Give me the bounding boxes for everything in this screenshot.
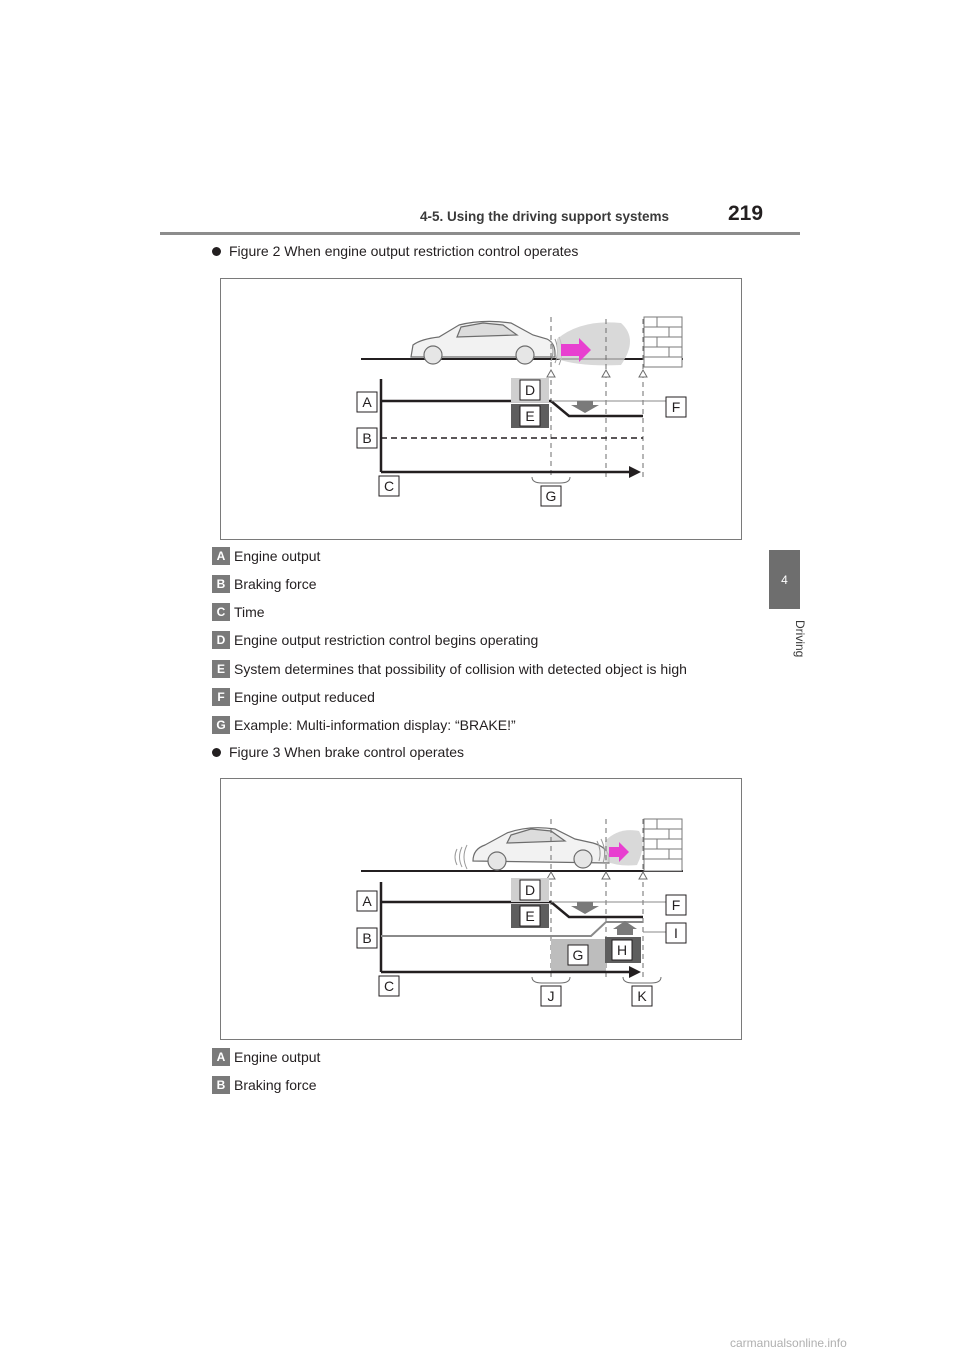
detection-cone — [557, 322, 630, 366]
engine-output-line — [381, 399, 643, 418]
legend-key: G — [212, 716, 230, 734]
figure3-caption-text: Figure 3 When brake control operates — [229, 744, 465, 760]
figure2-box: A B C D E F G — [220, 278, 742, 540]
figure2-caption-text: Figure 2 When engine output restriction … — [229, 243, 579, 259]
figure2-diagram: A B C D E F G — [356, 316, 687, 507]
diagram-label-f: F — [672, 399, 681, 415]
diagram-label-a: A — [362, 394, 372, 410]
legend-text: Example: Multi-information display: “BRA… — [234, 717, 516, 733]
header-title: 4-5. Using the driving support systems — [420, 209, 670, 224]
chapter-number: 4 — [781, 572, 788, 587]
legend-text: Engine output — [234, 548, 321, 564]
legend-key: C — [212, 603, 230, 621]
reduction-arrow-icon — [571, 401, 599, 413]
legend-text: System determines that possibility of co… — [234, 661, 687, 677]
diagram-label-g: G — [546, 488, 557, 504]
diagram-label-e: E — [525, 408, 534, 424]
diagram-label-c: C — [384, 978, 394, 994]
page-number: 219 — [728, 202, 764, 225]
diagram-label-e: E — [525, 908, 534, 924]
bullet-icon — [212, 747, 221, 757]
increase-arrow-icon — [613, 921, 637, 935]
marker-triangles — [546, 368, 648, 378]
car-icon — [410, 320, 556, 365]
diagram-label-c: C — [384, 478, 394, 494]
diagram-label-b: B — [362, 930, 371, 946]
car-icon — [472, 827, 610, 871]
figure3-box: A B C D E F G H I J K — [220, 778, 742, 1040]
motion-lines-icon — [454, 844, 468, 870]
chapter-tab: 4 — [769, 550, 800, 609]
timing-markers — [550, 317, 644, 479]
legend-key: B — [212, 575, 230, 593]
diagram-label-i: I — [674, 925, 678, 941]
warning-arrow-icon — [561, 338, 591, 362]
bracket-j — [531, 976, 571, 984]
legend-key: E — [212, 660, 230, 678]
figure3-diagram: A B C D E F G H I J K — [356, 818, 687, 1007]
chapter-label: Driving — [793, 620, 807, 658]
reduction-arrow-icon — [571, 902, 599, 914]
header-rule — [160, 232, 800, 235]
diagram-label-k: K — [637, 988, 647, 1004]
warning-arrow-icon — [609, 842, 629, 862]
legend-text: Engine output reduced — [234, 689, 375, 705]
time-axis-arrow — [629, 466, 641, 478]
figure2-caption: Figure 2 When engine output restriction … — [212, 243, 578, 259]
wall-icon — [643, 316, 683, 368]
diagram-label-g: G — [573, 947, 584, 963]
figure3-caption: Figure 3 When brake control operates — [212, 744, 464, 760]
bracket-k — [622, 976, 662, 984]
legend-key: A — [212, 547, 230, 565]
legend-text: Braking force — [234, 1077, 317, 1093]
legend-key: B — [212, 1076, 230, 1094]
bullet-icon — [212, 246, 221, 256]
legend-text: Engine output — [234, 1049, 321, 1065]
diagram-label-d: D — [525, 382, 535, 398]
bracket-g — [531, 476, 571, 484]
legend-key: A — [212, 1048, 230, 1066]
diagram-label-h: H — [617, 942, 627, 958]
time-axis-arrow — [629, 966, 641, 978]
legend-key: D — [212, 631, 230, 649]
watermark: carmanualsonline.info — [730, 1336, 847, 1350]
legend-text: Engine output restriction control begins… — [234, 632, 539, 648]
legend-text: Time — [234, 604, 265, 620]
wall-icon — [643, 818, 683, 872]
legend-key: F — [212, 688, 230, 706]
diagram-label-f: F — [672, 897, 681, 913]
diagram-label-d: D — [525, 882, 535, 898]
engine-output-line — [381, 900, 643, 919]
diagram-label-j: J — [548, 988, 555, 1004]
diagram-label-b: B — [362, 430, 371, 446]
diagram-label-a: A — [362, 893, 372, 909]
marker-triangles — [546, 870, 648, 880]
radar-wave-icon — [596, 838, 606, 864]
legend-text: Braking force — [234, 576, 317, 592]
